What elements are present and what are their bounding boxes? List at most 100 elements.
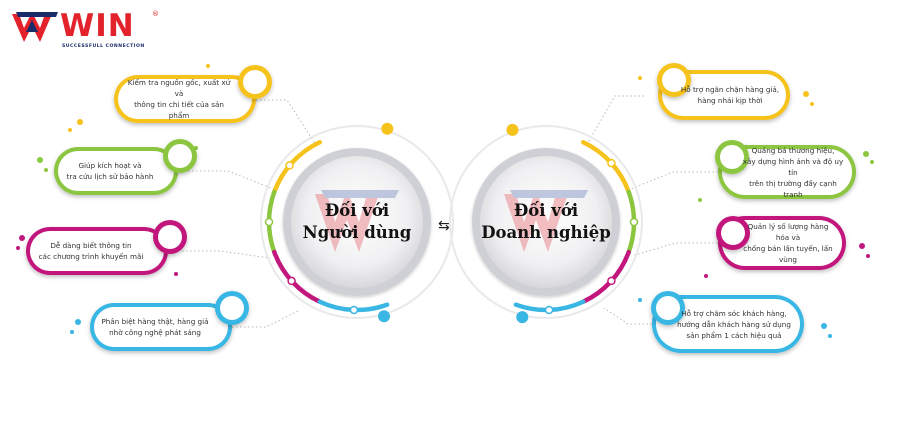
card-bubble-inner [158,225,182,249]
business-benefit-card-branding: Quảng bá thương hiệu, xây dựng hình ảnh … [718,145,856,199]
card-inner [30,231,164,271]
decor-dot-magenta [174,272,178,276]
hub-knob-cyan [378,310,391,323]
dotted-connector [585,95,644,147]
hub-watermark-w-icon [315,190,399,252]
decor-dot-yellow [810,102,814,106]
hub-outer-ring [260,125,454,319]
decor-dot-magenta [704,274,708,278]
card-text: Quản lý số lượng hàng hóa và chống bán l… [743,222,833,264]
decor-dot-cyan [828,334,832,338]
card-shape-magenta [716,216,846,270]
card-shape-green [715,140,856,199]
card-inner [662,74,786,116]
card-inner [58,151,174,191]
dotted-connector [603,307,652,325]
hub-knob-yellow [506,123,519,136]
hub-knob-yellow [381,122,394,135]
card-bubble-inner [662,68,686,92]
card-text: Hỗ trợ chăm sóc khách hàng, hướng dẫn kh… [677,308,791,340]
user-benefit-card-warranty: Giúp kích hoạt và tra cứu lịch sử bảo hà… [54,147,178,195]
decor-dot-yellow [638,76,642,80]
decor-dot-yellow [68,128,72,132]
card-shape-yellow [114,65,272,123]
user-benefit-card-promotions: Dễ dàng biết thông tin các chương trình … [26,227,168,275]
decor-dot-green [44,168,48,172]
decor-dot-green [863,151,869,157]
card-inner [118,79,252,119]
decor-dot-magenta [859,243,865,249]
decor-dot-magenta [16,246,20,250]
card-bubble-inner [168,144,192,168]
decor-dot-green [698,198,702,202]
user-benefit-card-authenticity: Phân biệt hàng thật, hàng giả nhờ công n… [90,303,232,351]
hub-arc-marker [264,217,274,227]
decor-dot-cyan [821,323,827,329]
dotted-connector [256,99,319,149]
card-text: Phân biệt hàng thật, hàng giả nhờ công n… [101,317,209,337]
card-text: Giúp kích hoạt và tra cứu lịch sử bảo hà… [66,161,154,181]
dotted-connector [631,242,718,257]
card-bubble-inner [243,70,267,94]
business-benefit-card-anticounterfeit: Hỗ trợ ngăn chặn hàng giả, hàng nhái kịp… [658,70,790,120]
hub-business [449,123,643,324]
card-backgrounds [26,63,856,353]
card-inner [656,299,800,349]
hub-arc-marker [544,305,554,315]
hub-arc-marker [349,305,359,315]
hub-watermark-w-icon [504,190,588,252]
hub-arc-marker [607,158,616,168]
hub-title-business: Đối với Doanh nghiệp [481,201,611,242]
card-bubble-inner [720,145,744,169]
card-text: Dễ dàng biết thông tin các chương trình … [38,241,144,261]
decor-dot-magenta [19,235,25,241]
hub-arc-marker [287,276,296,286]
hub-knob-cyan [516,311,529,324]
card-inner [722,149,852,195]
exchange-arrows-icon: ⇆ [438,218,450,234]
brand-logo[interactable]: WIN ® SUCCESSFULL CONNECTION [10,8,160,52]
watermark-w-navy [510,190,588,198]
watermark-w-red [315,190,379,252]
decor-dot-magenta [866,254,870,258]
user-benefit-card-origin: Kiểm tra nguồn gốc, xuất xứ và thông tin… [114,75,256,123]
hubs [260,122,643,324]
business-benefit-card-inventory: Quản lý số lượng hàng hóa và chống bán l… [718,216,846,270]
card-shape-cyan [651,291,804,353]
card-bubble-inner [656,296,680,320]
hub-arc-marker [629,217,639,227]
card-shape-yellow [657,63,790,120]
dotted-connector [627,171,718,191]
decor-dot-cyan [70,330,74,334]
decor-dot-yellow [77,119,83,125]
card-text: Quảng bá thương hiệu, xây dựng hình ảnh … [742,145,844,199]
dotted-connectors [170,95,718,328]
decor-dot-green [870,160,874,164]
hub-title-users: Đối với Người dùng [302,201,412,242]
decor-dot-yellow [206,64,210,68]
card-inner [722,220,842,266]
hub-outer-ring [449,125,643,319]
dotted-connector [180,170,277,191]
card-shape-green [54,139,197,195]
hub-users [260,122,454,323]
registered-mark: ® [152,10,159,18]
card-inner [94,307,228,347]
card-bubble-inner [721,221,745,245]
card-shape-cyan [90,291,249,351]
decor-dot-cyan [75,319,81,325]
brand-name: WIN [60,8,135,44]
hub-arc-marker [607,276,616,286]
card-bubble-inner [220,296,244,320]
card-text: Kiểm tra nguồn gốc, xuất xứ và thông tin… [127,78,231,120]
decor-dot-yellow [803,91,809,97]
hub-arc-marker [285,161,294,170]
dotted-connector [170,250,271,259]
watermark-w-navy [321,190,399,198]
brand-tagline: SUCCESSFULL CONNECTION [62,44,145,49]
card-shape-magenta [26,220,187,275]
watermark-w-red [504,190,568,252]
business-benefit-card-customer-care: Hỗ trợ chăm sóc khách hàng, hướng dẫn kh… [652,295,804,353]
card-text: Hỗ trợ ngăn chặn hàng giả, hàng nhái kịp… [680,85,780,105]
